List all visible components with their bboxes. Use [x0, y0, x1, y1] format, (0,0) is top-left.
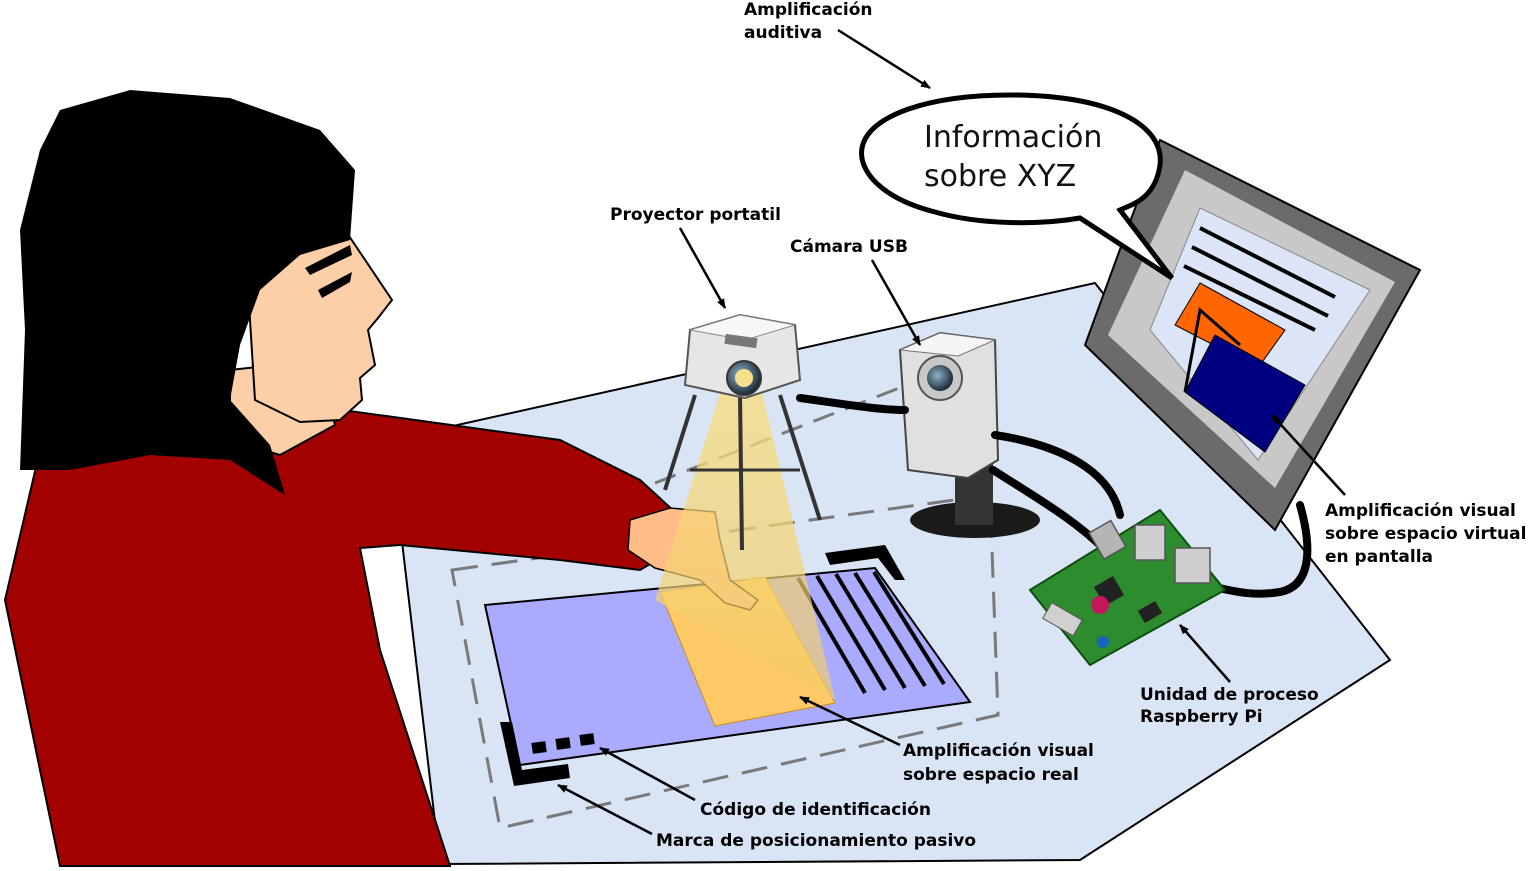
arrow-camera [870, 259, 922, 346]
camera-gaze-dashed-line [559, 376, 926, 522]
positioning-mark-top-right [825, 545, 905, 580]
label-projector: Proyector portatil [610, 205, 781, 225]
projector-portable [683, 313, 802, 400]
arrow-audio [837, 28, 931, 90]
person-shirt [3, 398, 702, 867]
label-virtual-amplification-line-3: en pantalla [1325, 547, 1433, 567]
person-hair [20, 90, 355, 495]
label-processing-unit-line-2: Raspberry Pi [1140, 707, 1263, 727]
arrow-real [799, 695, 901, 747]
label-passive-positioning-mark: Marca de posicionamiento pasivo [656, 831, 976, 851]
label-virtual-amplification-line-2: sobre espacio virtual [1325, 524, 1526, 544]
arrow-marker [557, 783, 653, 836]
monitor [1083, 138, 1422, 532]
projector-tripod [663, 394, 822, 551]
speech-bubble-line-2: sobre XYZ [924, 159, 1076, 194]
label-identification-code: Código de identificación [700, 800, 931, 820]
monitor-text-lines [1183, 226, 1336, 332]
arrow-projector [678, 227, 727, 309]
label-real-amplification-line-2: sobre espacio real [903, 765, 1079, 785]
projector-light-beam [655, 375, 835, 700]
label-real-amplification-line-1: Amplificación visual [903, 741, 1094, 761]
speech-bubble-line-1: Información [924, 120, 1102, 155]
label-audio-amplification-line-1: Amplificación [744, 0, 873, 20]
raspberry-pi-board [1028, 508, 1227, 667]
arrow-code [599, 746, 696, 802]
label-usb-camera: Cámara USB [790, 237, 908, 257]
label-virtual-amplification-line-1: Amplificación visual [1325, 501, 1516, 521]
positioning-mark-bottom-left [500, 722, 570, 786]
label-processing-unit-line-1: Unidad de proceso [1140, 685, 1319, 705]
label-audio-amplification-line-2: auditiva [744, 23, 822, 43]
person-closed-eye [318, 272, 352, 298]
pointer-arrows [557, 28, 1346, 836]
document-text-lines [796, 570, 946, 695]
usb-camera [898, 331, 1040, 538]
camera-field-dashed-area [450, 493, 1000, 830]
identification-code [531, 733, 595, 754]
arrow-pi [1179, 624, 1231, 683]
person-eyebrow [305, 245, 352, 275]
arrow-virtual [1271, 414, 1346, 496]
speech-bubble: Información sobre XYZ [859, 92, 1174, 281]
